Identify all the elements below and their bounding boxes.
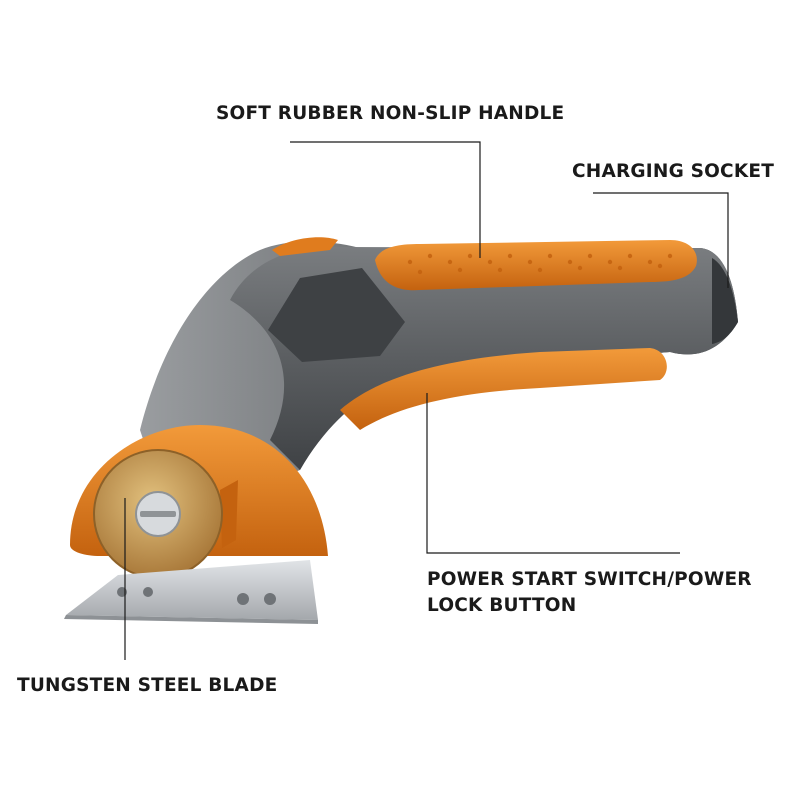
socket-leader-line (593, 192, 729, 288)
callout-lines (124, 141, 729, 660)
charging-socket-end (712, 258, 738, 344)
steel-foot-plate (66, 560, 318, 620)
power-switch (340, 348, 667, 430)
blade-callout-label: TUNGSTEN STEEL BLADE (17, 675, 278, 696)
handle-callout-label: SOFT RUBBER NON-SLIP HANDLE (216, 103, 565, 124)
rotation-arrow (220, 480, 238, 548)
side-panel (268, 268, 405, 362)
grip-dots (407, 253, 673, 275)
switch-leader-line (426, 393, 680, 554)
top-button (272, 237, 338, 256)
handle-leader-line (290, 141, 481, 258)
socket-callout-label: CHARGING SOCKET (572, 161, 775, 182)
rubber-grip (375, 240, 697, 291)
switch-callout-label: POWER START SWITCH/POWER LOCK BUTTON (427, 569, 752, 616)
